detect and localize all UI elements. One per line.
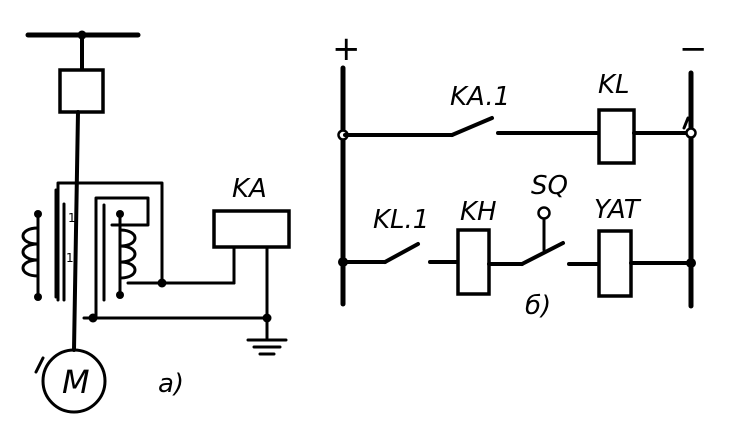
ground-icon [246, 338, 288, 356]
plus-sign: + [332, 29, 361, 69]
contact-ka1-label: KA.1 [450, 82, 510, 112]
circuit-breaker-box [58, 68, 105, 114]
ct-winding-left-coil [21, 226, 40, 278]
ct-winding-left-terminal-top [34, 210, 42, 218]
winding-mark-upper: 1 [68, 211, 76, 225]
ct-outline-inner [94, 196, 150, 320]
relay-kh-label: KH [460, 197, 497, 227]
contact-kl1 [383, 242, 420, 264]
limit-switch-sq-label: SQ [531, 171, 568, 201]
motor-tick [34, 356, 45, 374]
ct-winding-right-terminal-bottom [116, 291, 124, 299]
caption-b: б) [525, 291, 551, 321]
limit-switch-sq-contact [520, 241, 565, 266]
rung-top-right-tick [682, 116, 690, 130]
rung-top: KA.1 KL [337, 70, 697, 165]
relay-kl-label: KL [598, 70, 630, 100]
contact-ka1 [450, 116, 494, 137]
junction-return-left [88, 313, 98, 323]
motor-icon [41, 348, 107, 414]
rung-bottom: KL.1 KH SQ YAT [338, 171, 696, 298]
minus-sign: − [679, 29, 708, 69]
ct-winding-right-terminal-top [116, 210, 124, 218]
trip-coil-yat [597, 229, 633, 298]
diagram-b: + − KA.1 KL KL.1 KH [332, 29, 708, 321]
ct-outline-outer [56, 181, 164, 302]
ct-winding-right-coil [118, 228, 137, 280]
diagram-a: 1 1 KA M a) [21, 30, 291, 414]
feeder-wire-main [72, 110, 80, 352]
limit-switch-sq-roller-icon [537, 206, 551, 220]
caption-a: a) [158, 369, 184, 399]
relay-kh-coil [456, 228, 491, 296]
ct-winding-left-terminal-bottom [34, 293, 42, 301]
rung-bottom-right-junction [686, 258, 696, 268]
relay-ka-box [212, 209, 291, 249]
relay-ka-label: KA [232, 174, 267, 204]
contact-kl1-label: KL.1 [373, 205, 429, 235]
relay-kl-coil [597, 108, 636, 165]
motor-label: M [62, 363, 90, 401]
junction-ka-upper [157, 278, 167, 288]
rung-top-right-terminal [685, 127, 697, 139]
winding-mark-lower: 1 [66, 251, 74, 265]
trip-coil-yat-label: YAT [594, 195, 642, 225]
